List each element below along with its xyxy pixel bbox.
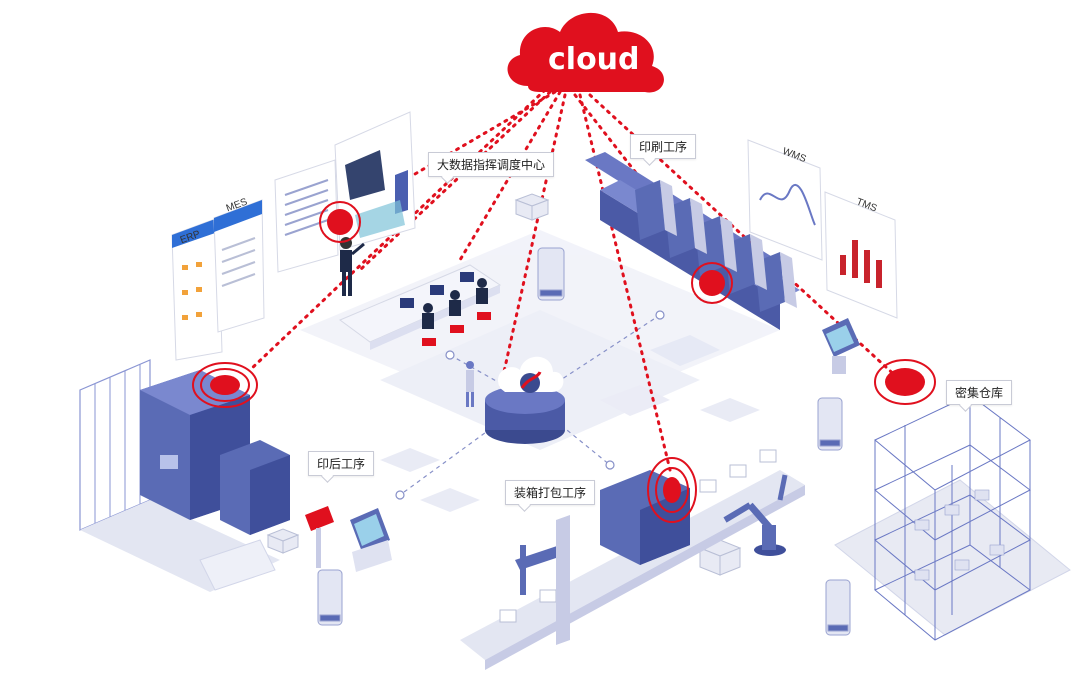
wms-panel (747, 139, 823, 261)
signal-ring-icon (874, 359, 936, 405)
signal-ring-icon (319, 201, 361, 243)
cloud-label: cloud (548, 42, 640, 77)
link-node (655, 310, 665, 320)
kiosk-icon (822, 318, 860, 374)
worker-figure (466, 361, 474, 407)
tms-panel (824, 191, 898, 319)
link-node (395, 490, 405, 500)
link-node (605, 460, 615, 470)
post-press-machine (79, 359, 290, 592)
signal-ring-icon (647, 457, 697, 523)
signal-ring-icon (192, 362, 258, 408)
warehouse-rack (834, 394, 1071, 641)
cloud-icon (507, 12, 664, 93)
post-press-callout: 印后工序 (308, 451, 375, 476)
printing-callout: 印刷工序 (630, 134, 697, 159)
kiosk-icon (305, 506, 334, 568)
command-center-callout: 大数据指挥调度中心 (428, 152, 555, 177)
kiosk-icon (350, 508, 392, 572)
link-node (445, 350, 455, 360)
packing-callout: 装箱打包工序 (505, 480, 596, 505)
agv-icon (817, 397, 843, 451)
printing-press (585, 152, 800, 330)
warehouse-callout: 密集仓库 (946, 380, 1013, 405)
agv-icon (317, 569, 343, 626)
command-screens (274, 111, 416, 273)
signal-ring-icon (691, 262, 733, 304)
packing-line (460, 449, 805, 670)
mes-panel (213, 199, 265, 333)
agv-icon (537, 247, 565, 301)
robot-icon (723, 474, 788, 556)
erp-panel (171, 217, 223, 361)
central-hub-icon (485, 356, 565, 444)
floor-grid (300, 230, 780, 512)
meeting-table (338, 264, 502, 350)
agv-icon (825, 579, 851, 636)
